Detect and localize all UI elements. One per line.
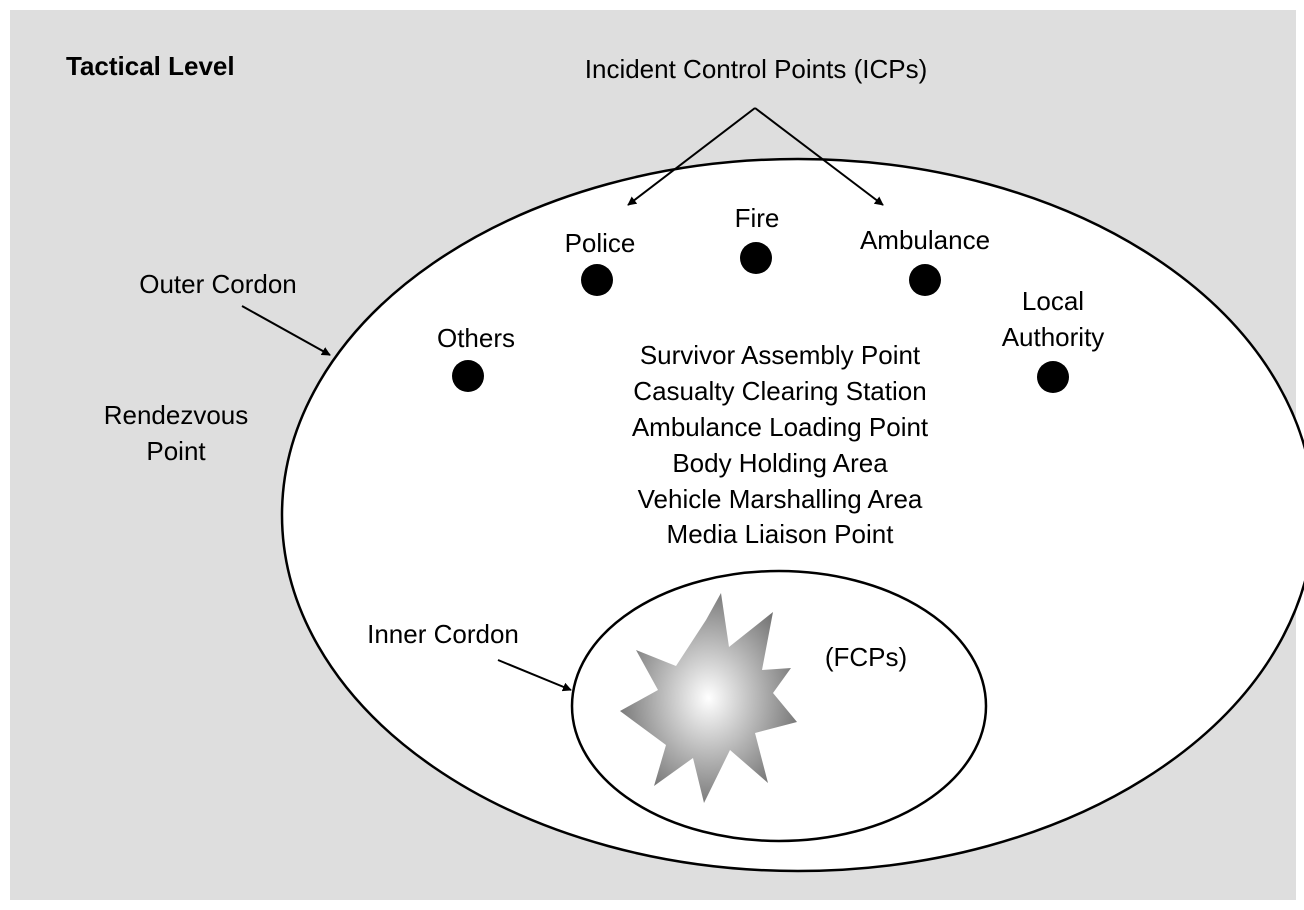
police-marker-icon <box>581 264 613 296</box>
facility-survivor-assembly-point: Survivor Assembly Point <box>640 340 921 370</box>
outer-cordon-ellipse <box>280 157 1304 873</box>
control-point-label-authority: Authority <box>1002 322 1105 352</box>
control-point-label-fire: Fire <box>735 203 780 233</box>
control-point-label-others: Others <box>437 323 515 353</box>
outer-cordon-label: Outer Cordon <box>139 269 297 299</box>
diagram-title: Tactical Level <box>66 51 235 81</box>
icp-arrow-to-ambulance <box>754 107 884 206</box>
rendezvous-point-label-line2: Point <box>146 436 206 466</box>
control-point-label-ambulance: Ambulance <box>860 225 990 255</box>
outer-cordon-arrow <box>241 305 331 356</box>
fcps-label: (FCPs) <box>825 642 907 672</box>
facility-casualty-clearing-station: Casualty Clearing Station <box>633 376 926 406</box>
icp-heading: Incident Control Points (ICPs) <box>585 54 927 84</box>
ambulance-marker-icon <box>909 264 941 296</box>
others-marker-icon <box>452 360 484 392</box>
local-authority-marker-icon <box>1037 361 1069 393</box>
control-point-label-police: Police <box>565 228 636 258</box>
explosion-icon <box>620 593 797 803</box>
inner-cordon-arrow <box>497 659 572 692</box>
fire-marker-icon <box>740 242 772 274</box>
control-point-label-local: Local <box>1022 286 1084 316</box>
facility-vehicle-marshalling-area: Vehicle Marshalling Area <box>638 484 923 514</box>
facility-ambulance-loading-point: Ambulance Loading Point <box>632 412 929 442</box>
facility-body-holding-area: Body Holding Area <box>672 448 888 478</box>
rendezvous-point-label-line1: Rendezvous <box>104 400 249 430</box>
icp-arrow-to-police <box>627 107 756 206</box>
inner-cordon-label: Inner Cordon <box>367 619 519 649</box>
facility-media-liaison-point: Media Liaison Point <box>667 519 895 549</box>
